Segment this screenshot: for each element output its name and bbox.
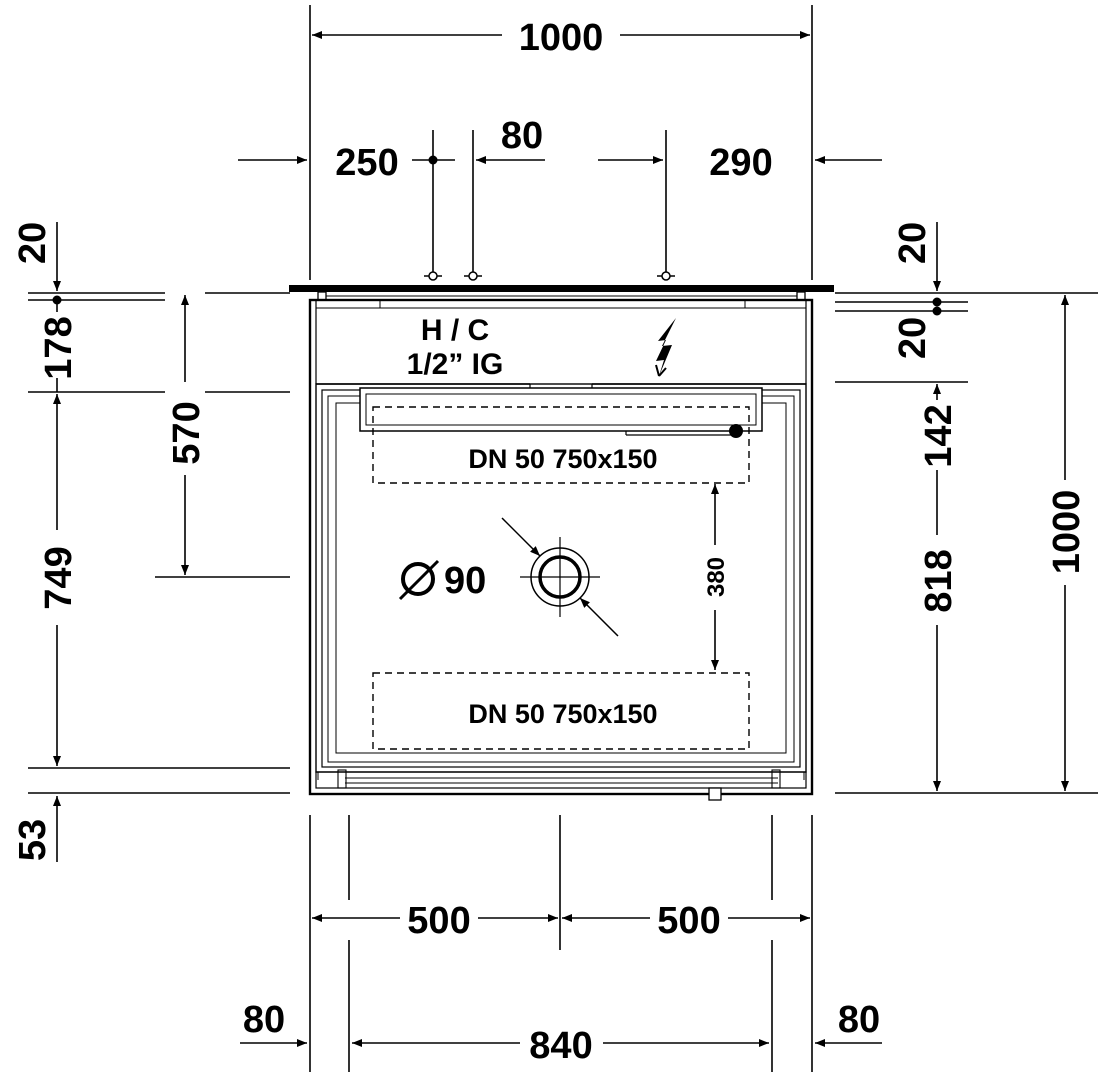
pipe-marker-right [657, 271, 675, 281]
dim-left-20: 20 [12, 222, 62, 305]
dim-right-818: 818 [918, 470, 960, 791]
dim-bottom-80-right: 80 [815, 999, 882, 1047]
label-bottom-840: 840 [529, 1025, 592, 1067]
dim-bottom-500-right: 500 [562, 900, 810, 942]
diameter-symbol-icon [398, 559, 440, 601]
dim-top-gap: 80 [476, 115, 545, 164]
label-left-178: 178 [38, 316, 80, 379]
dim-top-right-offset: 290 [598, 142, 882, 184]
dim-bottom-840: 840 [352, 1025, 769, 1067]
label-hc-line2: 1/2” IG [407, 348, 504, 381]
label-hc-line1: H / C [421, 314, 489, 347]
dim-right-20-b: 20 [892, 317, 934, 359]
dim-left-570: 570 [166, 295, 208, 575]
label-top-right-offset: 290 [709, 142, 772, 184]
dim-left-53: 53 [12, 796, 61, 862]
label-right-818: 818 [918, 549, 960, 612]
pipe-marker-left [424, 271, 442, 281]
label-top-left-offset: 250 [335, 142, 398, 184]
drain-area-top: DN 50 750x150 [372, 406, 750, 484]
floor-outlet-icon [501, 517, 619, 637]
label-bottom-500-left: 500 [407, 900, 470, 942]
dim-left-749: 749 [38, 394, 80, 766]
dim-bottom-80-left: 80 [240, 999, 307, 1047]
label-right-1000: 1000 [1046, 490, 1088, 575]
label-left-749: 749 [38, 546, 80, 609]
dim-right-1000: 1000 [1046, 295, 1088, 791]
label-left-20: 20 [12, 222, 54, 264]
label-left-570: 570 [166, 401, 208, 464]
label-right-20-a: 20 [892, 222, 934, 264]
dim-center-380: 380 [703, 484, 730, 670]
pipe-marker-middle [464, 271, 482, 281]
label-right-142: 142 [918, 404, 960, 467]
label-drain-top: DN 50 750x150 [468, 444, 657, 474]
label-top-gap: 80 [501, 115, 543, 157]
dim-top-width: 1000 [312, 17, 810, 59]
label-left-53: 53 [12, 819, 54, 861]
label-center-380: 380 [703, 557, 730, 597]
dim-right-142: 142 [918, 384, 960, 468]
label-drain-bottom: DN 50 750x150 [468, 699, 657, 729]
label-top-width: 1000 [519, 17, 604, 59]
label-diameter: 90 [444, 560, 486, 602]
label-bottom-80-left: 80 [243, 999, 285, 1041]
lightning-icon [655, 318, 676, 377]
label-bottom-500-right: 500 [657, 900, 720, 942]
dim-right-20-a: 20 [892, 222, 942, 316]
label-bottom-80-right: 80 [838, 999, 880, 1041]
label-right-20-b: 20 [892, 317, 934, 359]
extension-lines [28, 5, 1098, 1072]
drain-area-bottom: DN 50 750x150 [372, 672, 750, 750]
dim-top-left-offset: 250 [238, 142, 455, 184]
dim-bottom-500-left: 500 [312, 900, 558, 942]
drain-channel-cover [359, 387, 763, 438]
dim-left-178: 178 [38, 300, 80, 392]
